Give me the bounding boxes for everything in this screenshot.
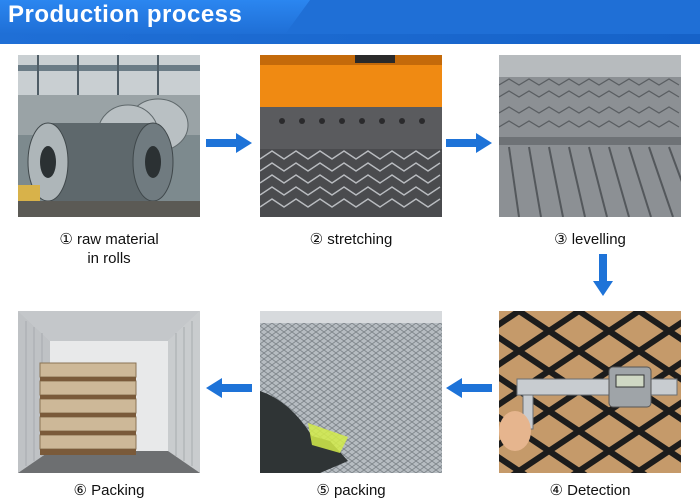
step-4-caption: ④ Detection	[549, 482, 631, 499]
step-6-caption: ⑥ Packing	[73, 482, 145, 499]
steel-coil-rolls-photo	[18, 55, 200, 217]
step-3-caption: ③ levelling	[554, 231, 626, 248]
page-title: Production process	[8, 1, 243, 28]
stretching-machine-photo	[260, 55, 442, 217]
caliper-measuring-mesh-photo	[499, 311, 681, 473]
arrow-right-icon	[206, 133, 252, 158]
container-loading-photo	[18, 311, 200, 473]
step-2-caption: ② stretching	[309, 231, 393, 248]
arrow-left-icon	[206, 378, 252, 403]
mesh-sheet-packing-photo	[260, 311, 442, 473]
step-5-caption: ⑤ packing	[316, 482, 386, 499]
arrow-down-icon	[593, 254, 613, 301]
levelling-mesh-photo	[499, 55, 681, 217]
step-1-caption: ① raw material in rolls	[59, 231, 159, 267]
header-banner: Production process	[0, 0, 700, 44]
arrow-right-icon	[446, 133, 492, 158]
arrow-left-icon	[446, 378, 492, 403]
